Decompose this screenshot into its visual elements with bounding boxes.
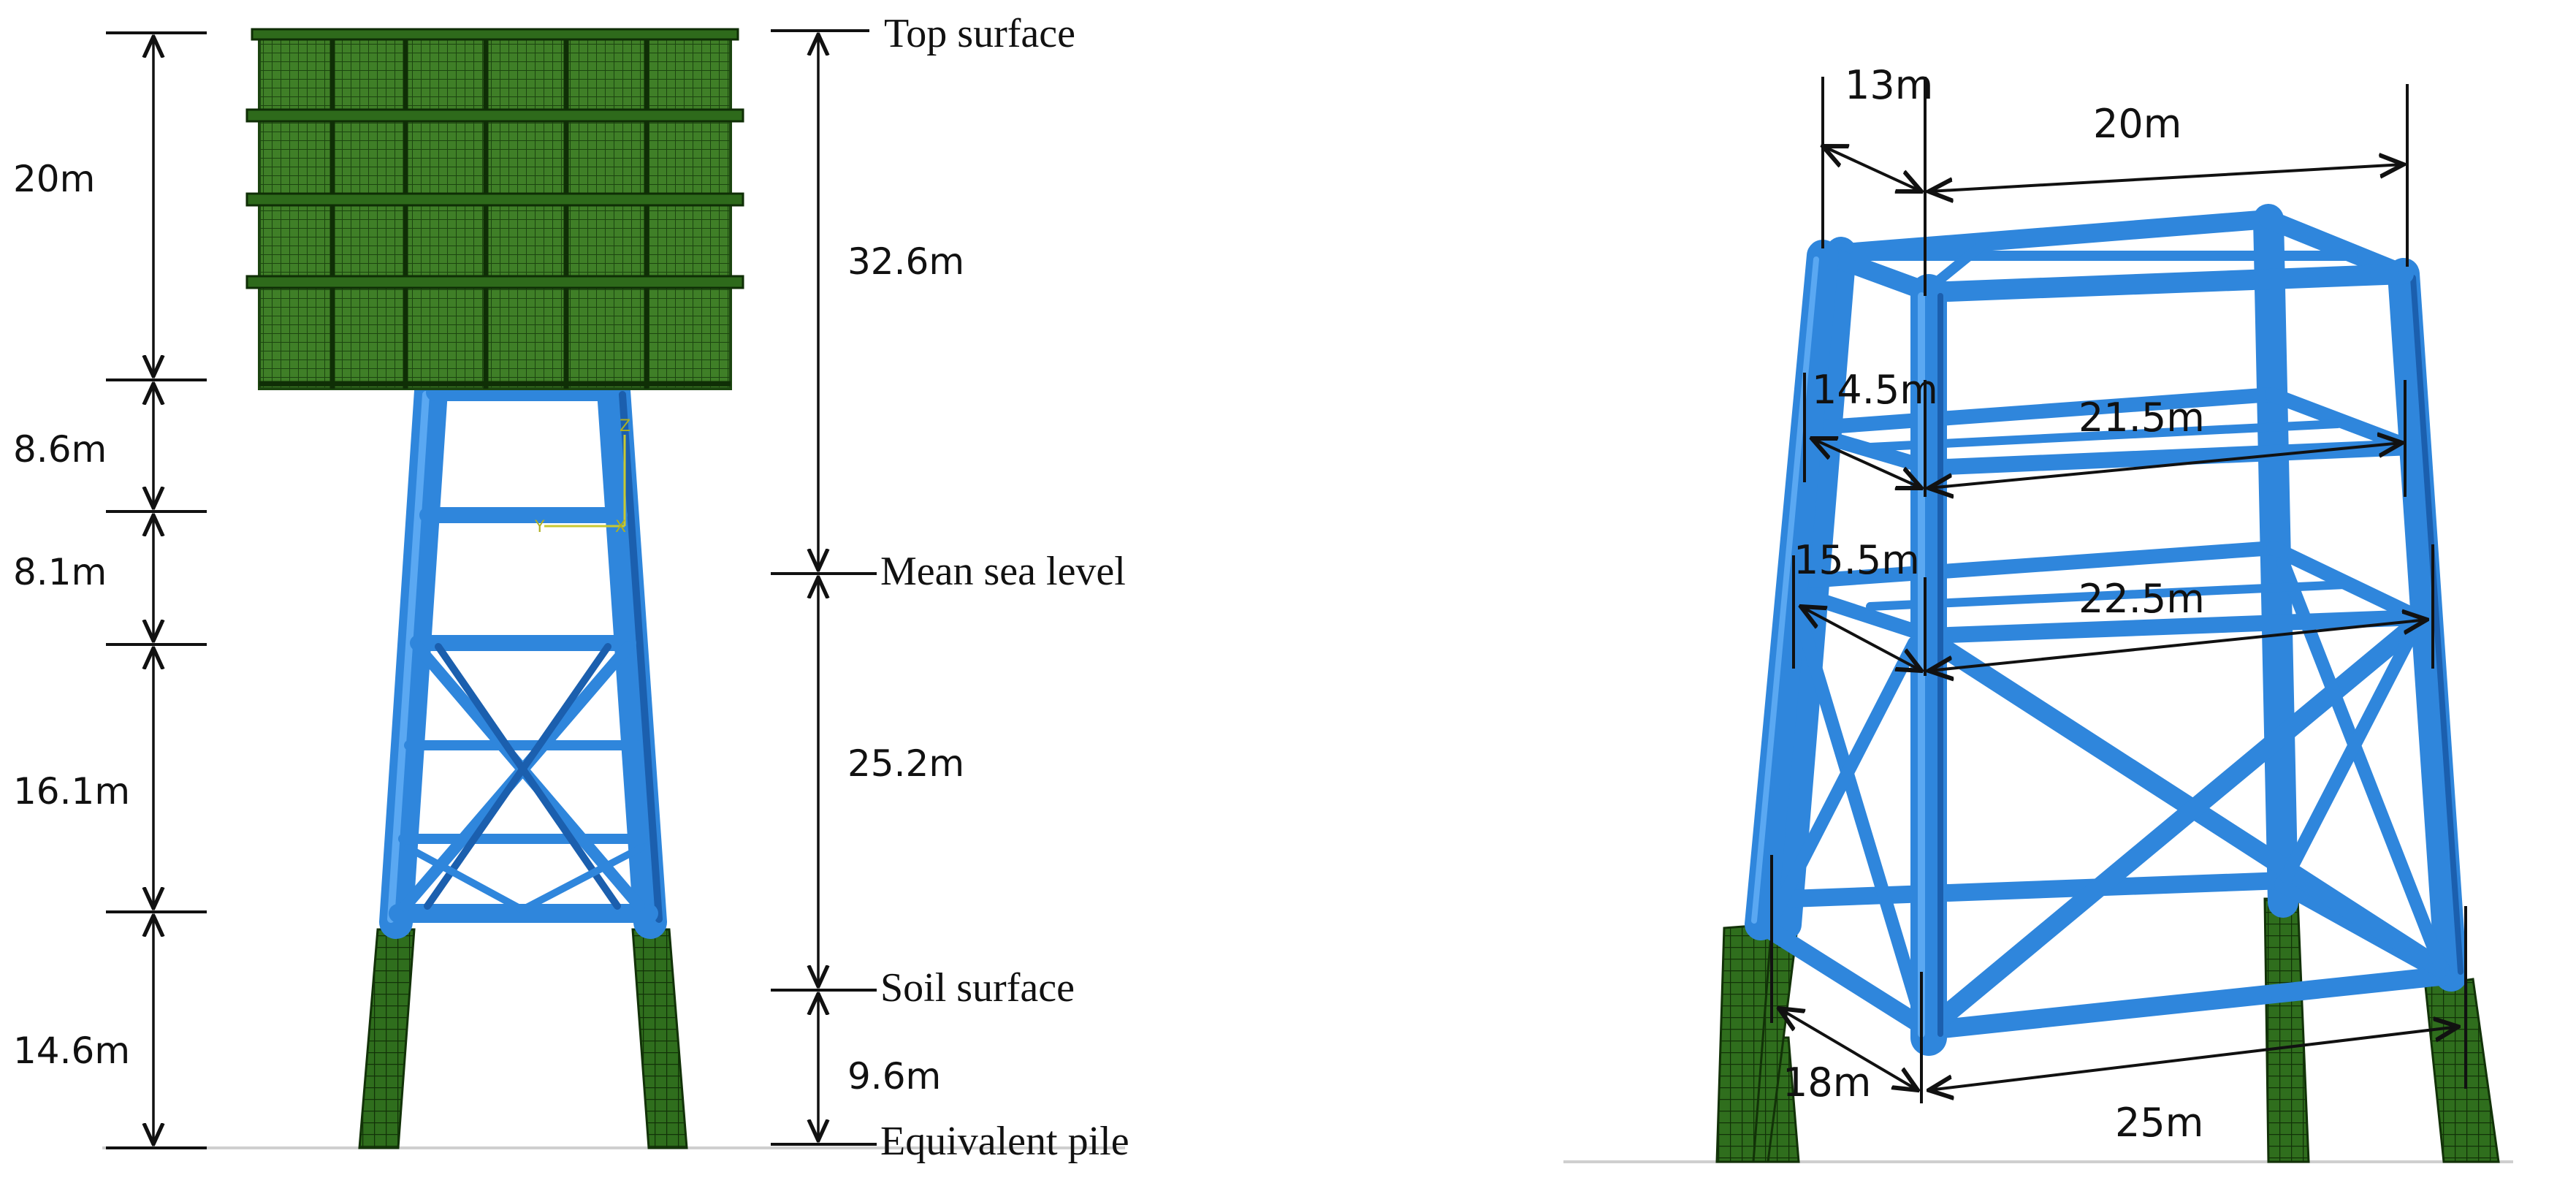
dim-top-depth: 13m bbox=[1845, 62, 1933, 108]
front-bottom bbox=[1919, 966, 2457, 1040]
axis-x-label: X bbox=[615, 518, 626, 536]
back-brace-3 bbox=[1801, 541, 2281, 588]
dim-top-to-msl: 32.6m bbox=[847, 240, 964, 283]
axis-y-label: Y bbox=[534, 518, 545, 536]
dim-top-width: 20m bbox=[2093, 101, 2181, 147]
k-brace-1 bbox=[404, 844, 526, 913]
topside-deck bbox=[245, 28, 744, 390]
label-soil-surface: Soil surface bbox=[880, 965, 1075, 1011]
k-brace-2 bbox=[519, 844, 645, 913]
pile-front-right bbox=[2424, 978, 2500, 1163]
dim-base-width: 25m bbox=[2115, 1100, 2203, 1146]
dim-pile-length: 14.6m bbox=[13, 1030, 130, 1072]
back-brace-bottom bbox=[1781, 872, 2292, 908]
label-equivalent-pile: Equivalent pile bbox=[880, 1119, 1129, 1164]
side-right-mid1 bbox=[2265, 387, 2418, 454]
dim-lower-bay: 16.1m bbox=[13, 770, 130, 813]
perspective-view: 13m 20m 14.5m 21.5m 15.5m 22.5m 18m 25m bbox=[1563, 62, 2513, 1163]
right-pile bbox=[631, 928, 688, 1149]
right-leg-shade bbox=[619, 391, 663, 923]
back-brace-top bbox=[1817, 210, 2278, 264]
dim-base-depth: 18m bbox=[1783, 1060, 1871, 1106]
jacket-frame bbox=[379, 374, 667, 939]
back-brace-2 bbox=[1812, 387, 2279, 435]
label-mean-sea-level: Mean sea level bbox=[880, 549, 1126, 594]
mid-plan-2 bbox=[1866, 580, 2350, 611]
axis-triad: Z Y X bbox=[534, 417, 630, 536]
x-brace-3 bbox=[435, 643, 621, 910]
right-leg bbox=[597, 374, 667, 939]
pile-back-right bbox=[2263, 897, 2310, 1163]
dim-middle-bay: 8.1m bbox=[13, 551, 107, 593]
x-brace-4 bbox=[424, 643, 611, 910]
left-leg-highlight bbox=[387, 391, 430, 923]
dim-deck-height: 20m bbox=[13, 158, 95, 200]
dim-soil-to-pile: 9.6m bbox=[847, 1055, 941, 1098]
deck-ledges bbox=[245, 28, 744, 289]
back-left-leg bbox=[1771, 237, 1856, 940]
dim-mid2-depth: 15.5m bbox=[1794, 537, 1920, 583]
dim-mid2-width: 22.5m bbox=[2078, 576, 2205, 622]
right-dimension-ticks bbox=[771, 29, 877, 1146]
left-dimension-ticks bbox=[106, 31, 207, 1149]
outer-left-highlight bbox=[1751, 256, 1819, 924]
dim-upper-bay: 8.6m bbox=[13, 428, 107, 471]
side-x-1 bbox=[1791, 600, 1928, 1026]
back-right-leg bbox=[2253, 204, 2298, 918]
outer-left-leg bbox=[1745, 240, 1839, 940]
perspective-dimension-lines bbox=[1770, 77, 2467, 1103]
outer-right-shade bbox=[2410, 275, 2463, 975]
deck-body bbox=[258, 31, 732, 390]
axis-z-label: Z bbox=[620, 417, 630, 435]
side-x-2 bbox=[1769, 636, 1921, 920]
dim-mid1-depth: 14.5m bbox=[1812, 367, 1938, 413]
front-elevation-view: Z Y X bbox=[13, 11, 1129, 1164]
left-leg bbox=[379, 374, 448, 939]
front-top bbox=[1918, 264, 2414, 303]
left-pile bbox=[358, 928, 416, 1149]
dim-msl-to-soil: 25.2m bbox=[847, 742, 964, 785]
label-top-surface: Top surface bbox=[884, 11, 1075, 56]
dim-mid1-width: 21.5m bbox=[2078, 395, 2205, 441]
